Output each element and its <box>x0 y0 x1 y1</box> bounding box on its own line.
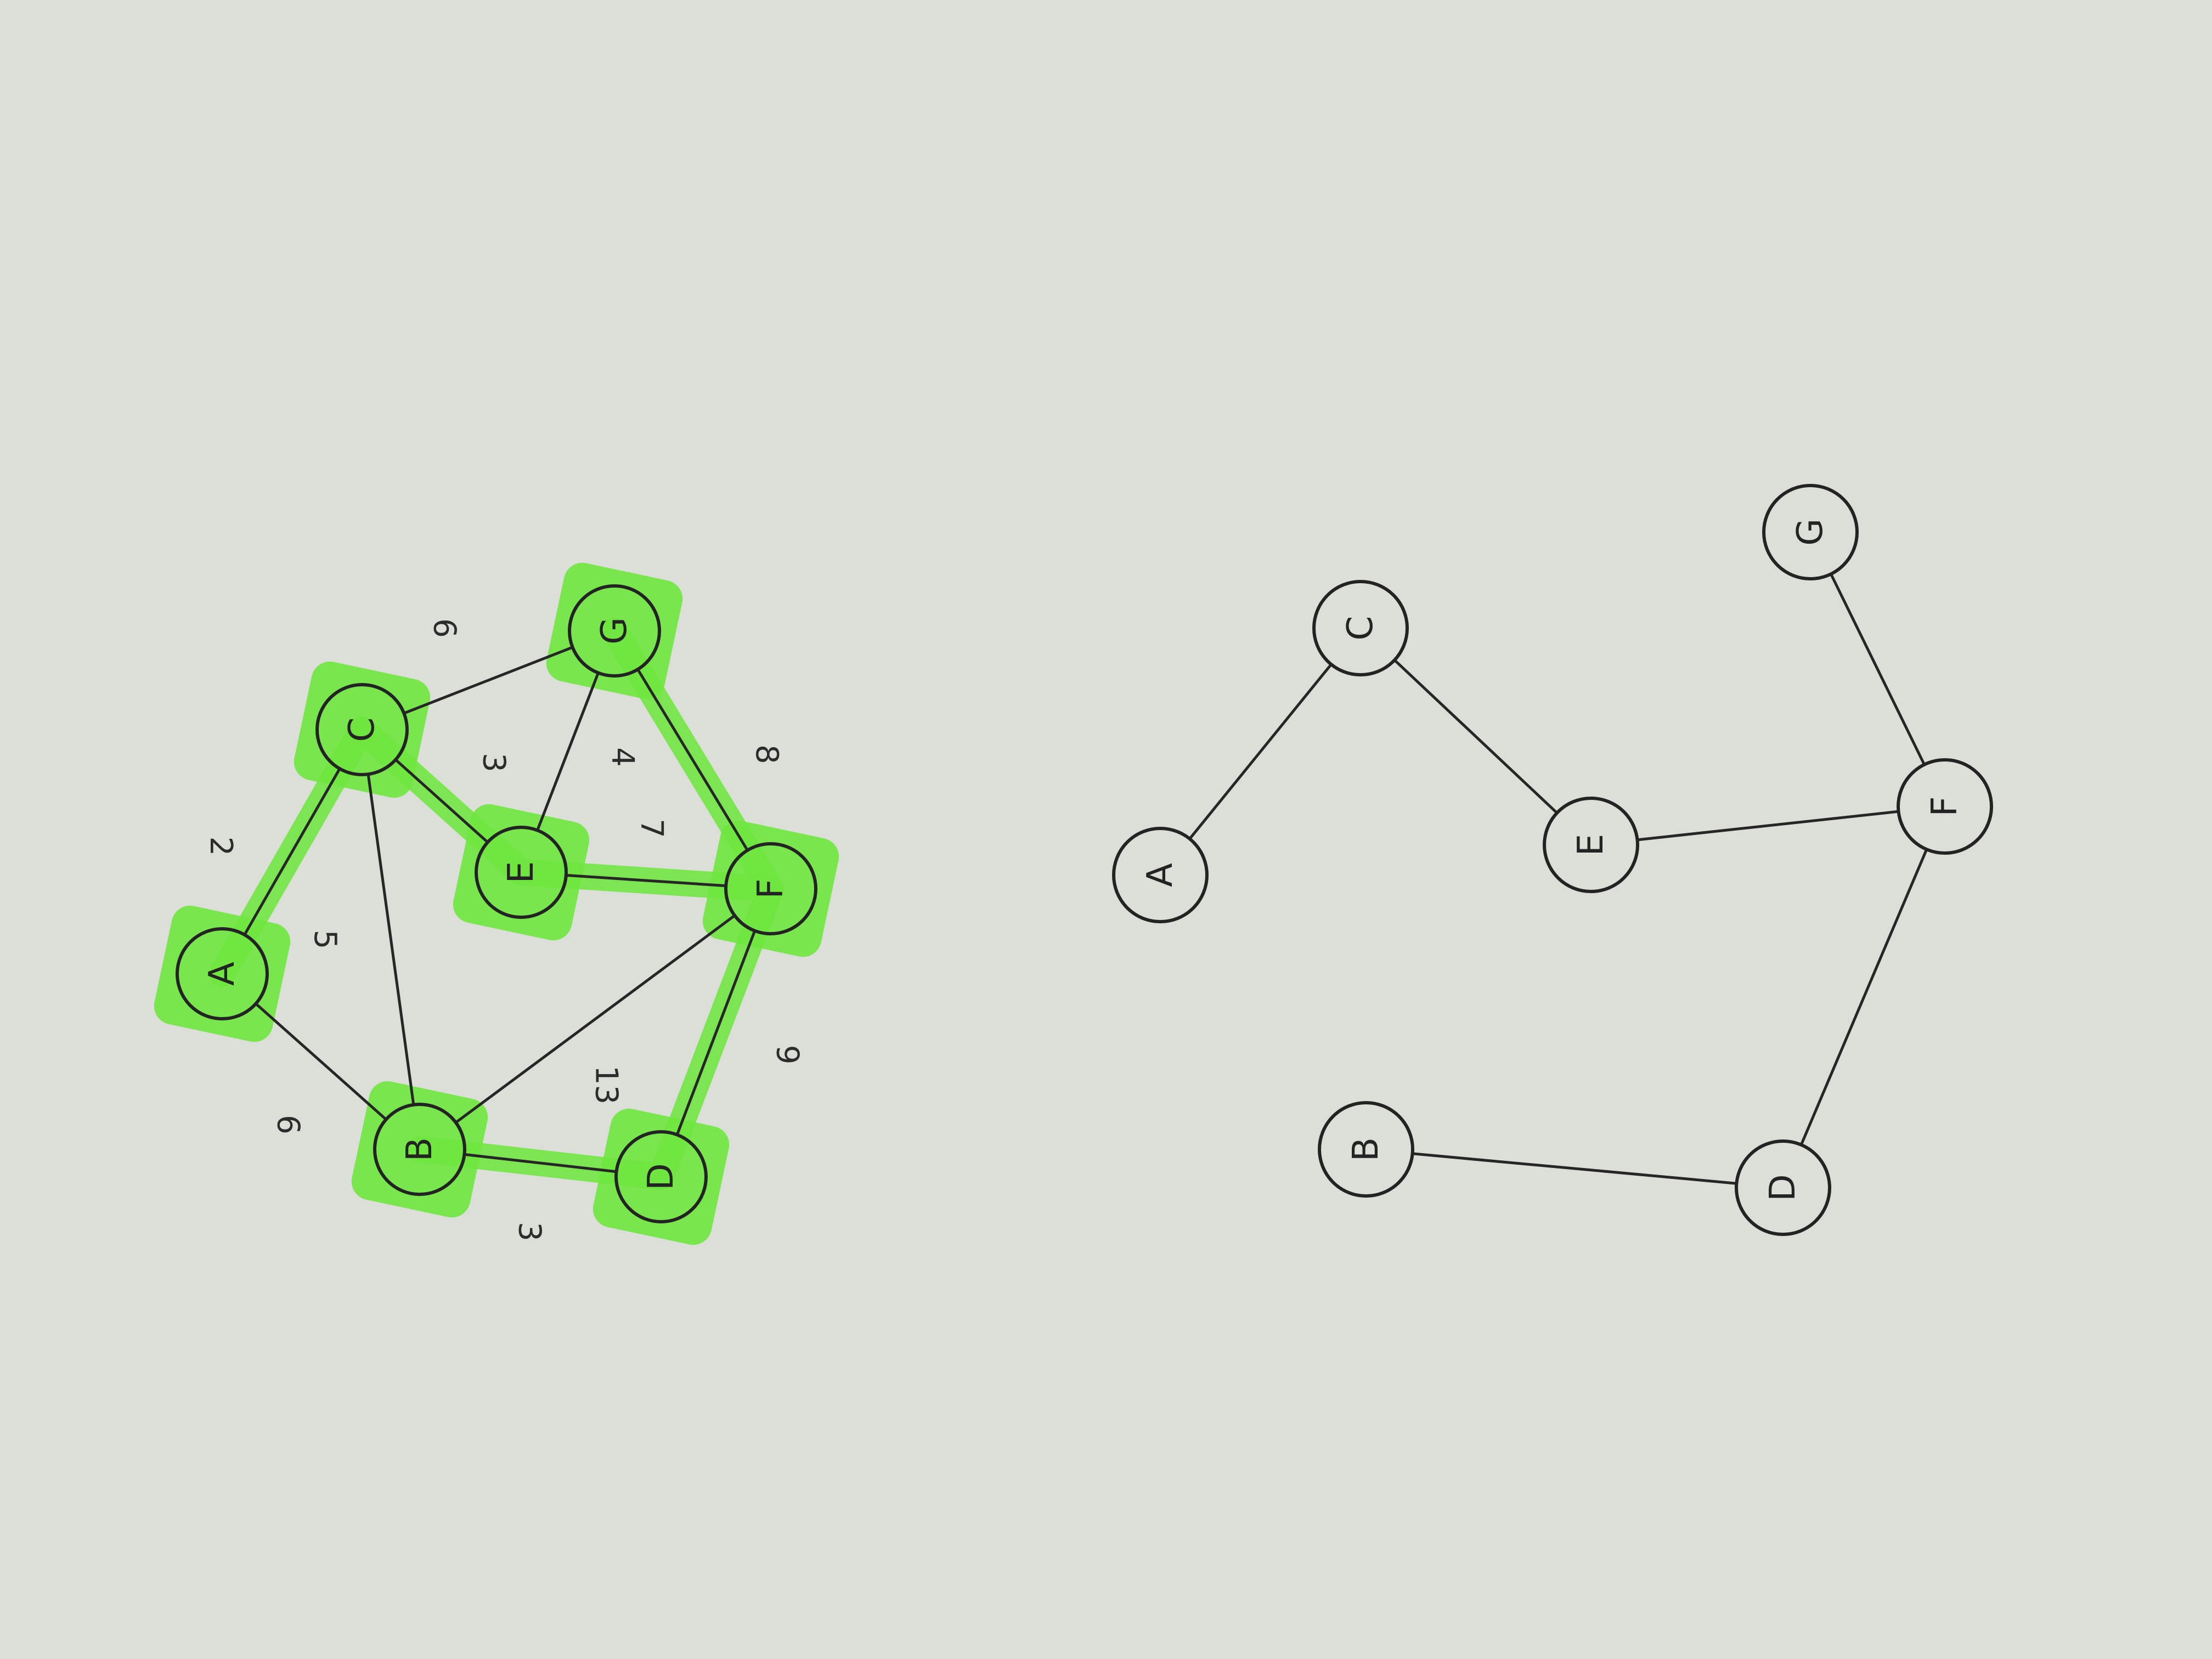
edge-G-F <box>636 668 749 852</box>
edge-A-B <box>254 1002 388 1121</box>
node-label-A: A <box>202 962 242 986</box>
node-C <box>315 683 409 776</box>
edge-D-F <box>675 929 757 1136</box>
edge-C-G <box>402 646 574 715</box>
highlight-node-A <box>154 905 291 1042</box>
node-G <box>568 584 661 678</box>
node-label-C: C <box>342 718 382 742</box>
edge-weight-C-E: 3 <box>476 753 512 772</box>
tree-edge-E-F <box>1636 810 1900 842</box>
edge-weight-G-F: 8 <box>749 744 785 764</box>
edge-weight-E-F: 7 <box>634 819 669 838</box>
edge-weight-D-F: 9 <box>770 1045 805 1065</box>
node-D <box>614 1130 708 1223</box>
tree-node-E <box>1543 797 1639 893</box>
node-label-B: B <box>399 1137 440 1161</box>
node-B <box>373 1103 466 1196</box>
edge-B-F <box>454 914 736 1124</box>
node-label-D: D <box>641 1163 681 1190</box>
node-E <box>475 826 568 919</box>
node-F <box>724 842 817 935</box>
tree-node-label-G: G <box>1790 518 1831 546</box>
tree-node-label-B: B <box>1346 1137 1386 1161</box>
tree-node-C <box>1312 580 1409 676</box>
edge-weight-G-E: 4 <box>605 747 641 767</box>
tree-node-label-D: D <box>1763 1174 1803 1201</box>
tree-edge-F-D <box>1799 848 1928 1147</box>
highlight-node-B <box>351 1081 488 1218</box>
edge-weight-A-C: 2 <box>203 837 239 856</box>
tree-node-label-E: E <box>1571 834 1611 856</box>
highlight-node-G <box>546 562 683 699</box>
tree-node-F <box>1897 758 1993 855</box>
edge-weight-B-D: 3 <box>512 1222 548 1242</box>
edge-G-E <box>536 671 600 832</box>
highlight-node-F <box>702 820 839 957</box>
tree-node-label-C: C <box>1340 616 1381 641</box>
highlight-node-D <box>592 1108 730 1245</box>
tree-edge-G-F <box>1829 572 1926 766</box>
highlight-node-C <box>294 661 431 798</box>
edge-B-D <box>462 1153 618 1173</box>
edge-C-E <box>394 758 489 844</box>
edge-weight-C-G: 6 <box>427 618 462 638</box>
edge-weight-C-B: 5 <box>307 930 343 950</box>
highlight-node-E <box>453 804 590 941</box>
tree-node-A <box>1112 827 1209 923</box>
edge-A-C <box>243 767 341 936</box>
node-label-E: E <box>501 861 541 883</box>
node-label-G: G <box>594 617 635 645</box>
edge-weight-B-F: 13 <box>589 1065 624 1104</box>
tree-node-label-F: F <box>1925 797 1965 817</box>
node-label-F: F <box>751 879 791 899</box>
weighted-graph: 2 6 5 3 6 4 8 7 13 3 9 A B C D E F G <box>154 562 839 1245</box>
tree-edge-C-E <box>1393 658 1559 815</box>
node-A <box>176 927 269 1020</box>
edge-E-F <box>565 873 727 888</box>
tree-edge-A-C <box>1188 663 1333 840</box>
tree-edge-D-B <box>1411 1152 1738 1185</box>
tree-node-G <box>1762 484 1859 580</box>
tree-node-D <box>1735 1139 1831 1236</box>
edge-C-B <box>366 772 415 1107</box>
edge-weight-A-B: 6 <box>270 1115 306 1135</box>
tree-node-label-A: A <box>1140 863 1181 887</box>
spanning-tree: A B C D E F G <box>1112 484 1993 1236</box>
tree-node-B <box>1318 1101 1414 1198</box>
